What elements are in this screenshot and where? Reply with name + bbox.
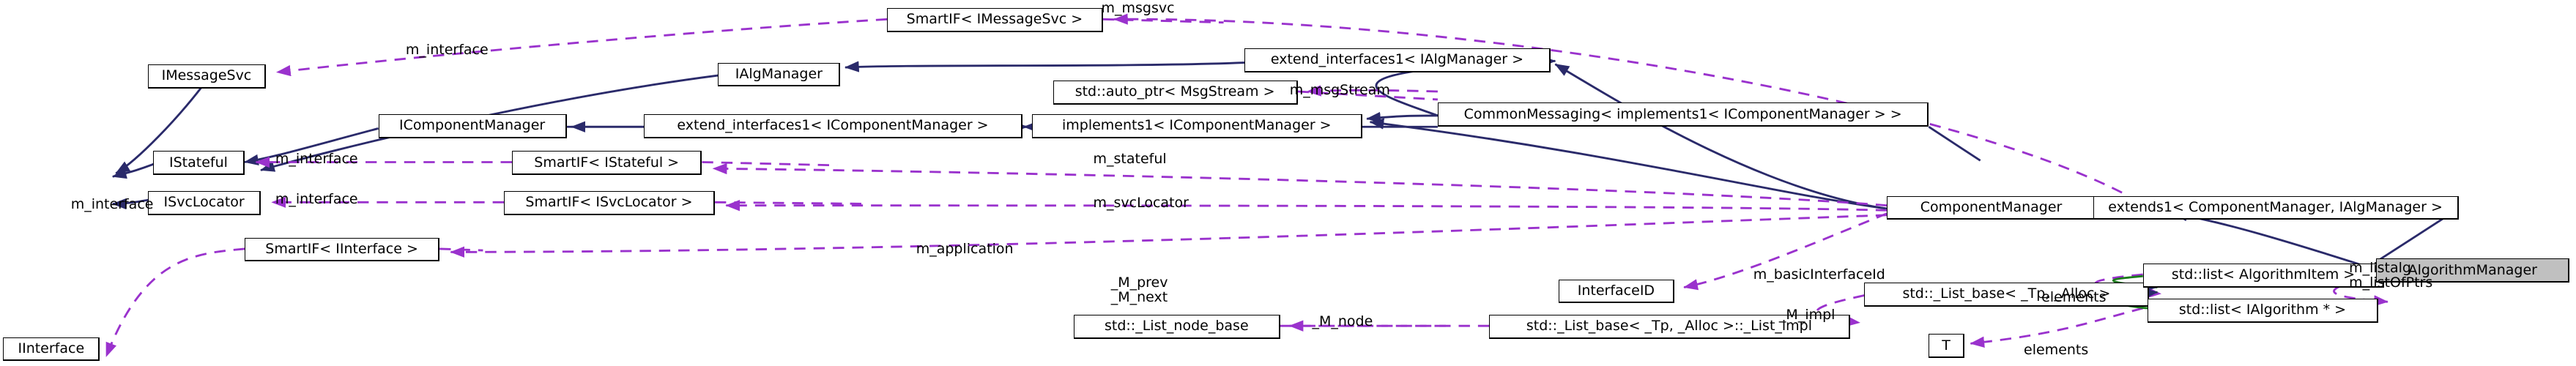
node-ext_IComponentManager[interactable]: extend_interfaces1< IComponentManager >	[644, 113, 1022, 138]
edge-label-lbl-m_msgsvc: m_msgsvc	[1101, 0, 1175, 17]
node-T[interactable]: T	[1929, 334, 1964, 359]
node-ISvcLocator[interactable]: ISvcLocator	[148, 190, 261, 215]
node-IAlgManager[interactable]: IAlgManager	[718, 62, 841, 87]
node-SmartIF_IMessageSvc[interactable]: SmartIF< IMessageSvc >	[887, 7, 1103, 32]
edge-label-lbl-m_svcLocator: m_svcLocator	[1093, 194, 1189, 211]
edge-label-lbl-elements-2: elements	[2024, 342, 2089, 359]
node-SmartIF_IInterface[interactable]: SmartIF< IInterface >	[245, 237, 440, 262]
node-AlgorithmManager[interactable]: AlgorithmManager	[2376, 258, 2570, 283]
edge-label-lbl-m_listOfPtrs: m_listOfPtrs	[2349, 274, 2433, 291]
edge-label-lbl-m_interface-svcloc: m_interface	[275, 191, 358, 208]
node-extends1_CM_IAlgManager[interactable]: extends1< ComponentManager, IAlgManager …	[2093, 195, 2459, 220]
node-impl_IComponentManager[interactable]: implements1< IComponentManager >	[1031, 113, 1362, 138]
edge-label-lbl-M_impl: _M_impl	[1778, 307, 1836, 324]
node-IComponentManager[interactable]: IComponentManager	[378, 113, 567, 138]
node-CommonMessaging[interactable]: CommonMessaging< implements1< IComponent…	[1437, 102, 1929, 127]
edge-label-lbl-m_listalg: m_listalg	[2349, 260, 2411, 277]
edge-label-lbl-m_basicInterfaceId: m_basicInterfaceId	[1753, 266, 1885, 283]
edge-label-lbl-m_interface-stateful: m_interface	[275, 151, 358, 168]
edge-label-lbl-m_interface-top: m_interface	[405, 42, 489, 59]
edge-label-lbl-m_stateful: m_stateful	[1093, 151, 1167, 168]
node-list_AlgorithmItem[interactable]: std::list< AlgorithmItem >	[2142, 263, 2385, 288]
edge-label-lbl-m_msgStream: m_msgStream	[1289, 82, 1390, 99]
node-SmartIF_IStateful[interactable]: SmartIF< IStateful >	[512, 151, 702, 176]
edge-label-lbl-elements-1: elements	[2041, 288, 2107, 305]
node-autoptr_MsgStream[interactable]: std::auto_ptr< MsgStream >	[1053, 80, 1298, 105]
edge-label-lbl-m_application: m_application	[916, 241, 1014, 258]
node-IStateful[interactable]: IStateful	[152, 151, 245, 176]
node-ComponentManager[interactable]: ComponentManager	[1887, 195, 2096, 220]
node-list_IAlgorithmPtr[interactable]: std::list< IAlgorithm * >	[2148, 298, 2378, 323]
node-ext_IAlgManager[interactable]: extend_interfaces1< IAlgManager >	[1244, 48, 1551, 72]
edge-label-lbl-M_prev: _M_prev	[1110, 274, 1168, 291]
node-InterfaceID[interactable]: InterfaceID	[1558, 279, 1675, 304]
node-ListNodeBase[interactable]: std::_List_node_base	[1074, 314, 1280, 339]
node-IInterface[interactable]: IInterface	[3, 337, 100, 362]
node-IMessageSvc[interactable]: IMessageSvc	[148, 64, 266, 89]
edge-label-lbl-m_interface-iface: m_interface	[70, 195, 154, 212]
node-SmartIF_ISvcLocator[interactable]: SmartIF< ISvcLocator >	[504, 190, 715, 215]
node-ListBase_Tp_Alloc_impl[interactable]: std::_List_base< _Tp, _Alloc >::_List_im…	[1489, 314, 1850, 339]
edge-label-lbl-M_node: _M_node	[1312, 313, 1373, 329]
node-ListBase_Tp_Alloc[interactable]: std::_List_base< _Tp, _Alloc >	[1864, 282, 2150, 307]
edge-label-lbl-M_next: _M_next	[1110, 288, 1168, 305]
